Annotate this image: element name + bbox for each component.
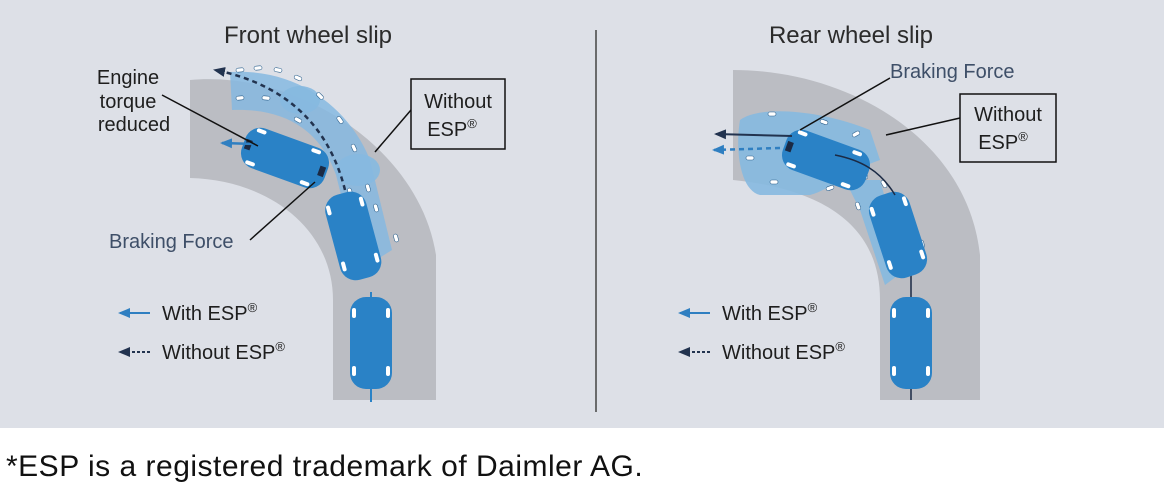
front-faded-wheels xyxy=(235,65,399,243)
rear-legend-without: Without ESP® xyxy=(722,339,845,364)
rear-box-esp: ESP® xyxy=(978,129,1028,154)
rear-legend-without-reg: ® xyxy=(835,339,845,354)
rear-box-without: Without xyxy=(974,104,1042,126)
front-path-without-esp xyxy=(213,67,347,191)
front-car-bottom xyxy=(350,292,392,402)
front-box-without: Without xyxy=(424,91,492,113)
front-legend-with-reg: ® xyxy=(248,300,258,315)
front-title: Front wheel slip xyxy=(224,22,392,49)
engine-torque-leader xyxy=(161,94,259,147)
front-box-esp-text: ESP xyxy=(427,119,467,141)
front-with-esp-arrow xyxy=(220,138,256,149)
front-braking-force-label: Braking Force xyxy=(109,231,234,253)
rear-car-bottom xyxy=(890,270,932,400)
front-box-esp: ESP® xyxy=(427,116,477,141)
rear-legend-with-reg: ® xyxy=(808,300,818,315)
rear-box-esp-text: ESP xyxy=(978,132,1018,154)
engine-label-line3: reduced xyxy=(98,114,170,136)
rear-without-esp-box xyxy=(959,93,1057,163)
front-braking-leader xyxy=(249,181,316,241)
front-without-esp-box xyxy=(410,78,506,150)
rear-center-line xyxy=(834,154,896,196)
rear-dashed-arrow xyxy=(712,144,781,155)
rear-legend-with: With ESP® xyxy=(722,300,818,325)
rear-legend-without-text: Without ESP xyxy=(722,342,835,364)
front-car-top xyxy=(240,127,330,189)
front-legend-without-text: Without ESP xyxy=(162,342,275,364)
front-box-reg: ® xyxy=(467,116,477,131)
rear-legend: With ESP® Without ESP® xyxy=(678,300,845,364)
front-legend-without: Without ESP® xyxy=(162,339,285,364)
front-wheel-slip-scene xyxy=(161,65,506,402)
trademark-footnote: *ESP is a registered trademark of Daimle… xyxy=(6,450,644,483)
rear-without-leader xyxy=(885,117,961,136)
engine-label-line2: torque xyxy=(100,91,157,113)
rear-legend-with-text: With ESP xyxy=(722,303,808,325)
rear-braking-leader xyxy=(799,77,891,131)
front-legend-with-text: With ESP xyxy=(162,303,248,325)
front-car-middle xyxy=(325,191,382,281)
rear-wheel-slip-scene xyxy=(712,70,1057,400)
front-legend: With ESP® Without ESP® xyxy=(118,300,285,364)
front-legend-with: With ESP® xyxy=(162,300,258,325)
rear-braking-force-label: Braking Force xyxy=(890,61,1015,83)
rear-car-top xyxy=(781,129,871,191)
rear-solid-arrow xyxy=(714,129,793,140)
engine-label-line1: Engine xyxy=(97,67,159,89)
rear-box-reg: ® xyxy=(1018,129,1028,144)
rear-car-middle xyxy=(868,191,928,279)
front-without-leader xyxy=(374,109,412,153)
front-legend-without-reg: ® xyxy=(275,339,285,354)
rear-title: Rear wheel slip xyxy=(769,22,933,49)
esp-diagram: Front wheel slip Rear wheel slip Engine … xyxy=(97,22,1057,412)
